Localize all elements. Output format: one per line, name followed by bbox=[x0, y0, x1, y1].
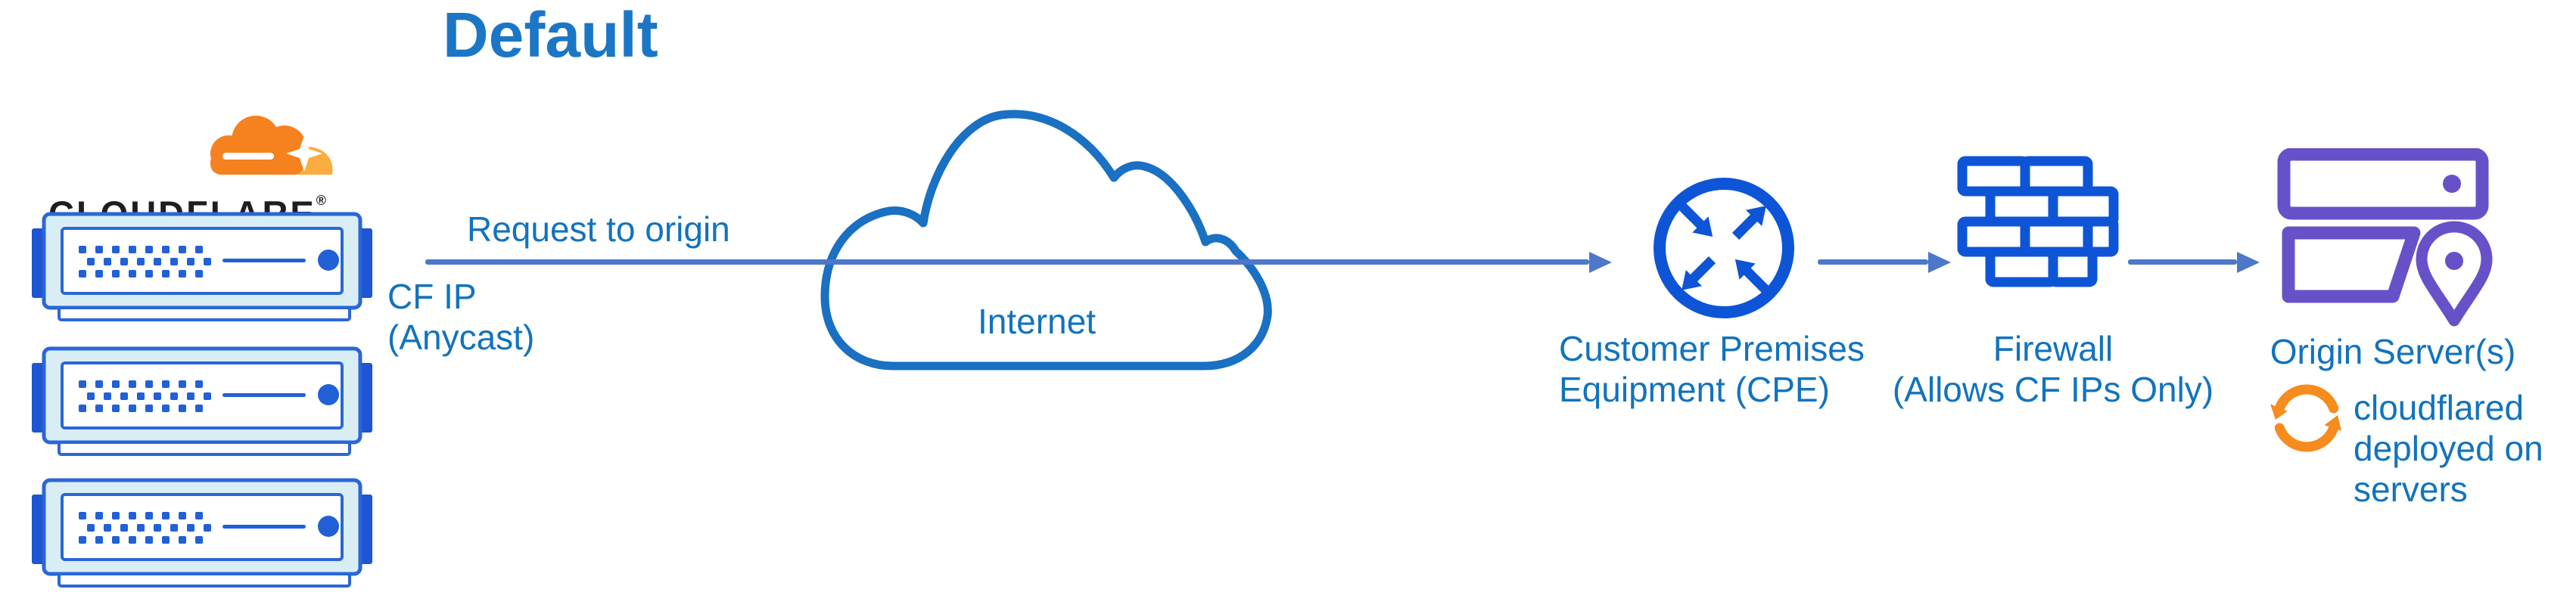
server-vent-dots bbox=[79, 246, 339, 278]
origin-servers-label: Origin Server(s) bbox=[2270, 332, 2516, 371]
server-rack-icon bbox=[32, 346, 372, 456]
server-vent-dots bbox=[79, 512, 339, 544]
location-pin-icon bbox=[2416, 221, 2493, 327]
cpe-label: Customer Premises Equipment (CPE) bbox=[1559, 329, 1865, 409]
origin-servers-icon bbox=[2277, 148, 2493, 327]
sync-arrows-icon bbox=[2270, 384, 2341, 452]
request-to-origin-label: Request to origin bbox=[467, 209, 730, 249]
firewall-label: Firewall (Allows CF IPs Only) bbox=[1892, 329, 2214, 409]
inbound-arrow bbox=[1734, 259, 1769, 293]
cpe-firewall-connector-line bbox=[1818, 259, 1928, 265]
firewall-bricks-icon bbox=[1957, 156, 2119, 287]
internet-cloud-icon bbox=[820, 110, 1272, 371]
firewall-origin-connector-line bbox=[2128, 259, 2237, 265]
internet-label: Internet bbox=[978, 302, 1096, 341]
cpe-router-icon bbox=[1654, 178, 1794, 318]
outbound-arrow bbox=[1731, 206, 1766, 240]
diagram-title: Default bbox=[443, 0, 658, 70]
arrow-right-icon bbox=[2237, 251, 2260, 273]
arrow-right-icon bbox=[1928, 251, 1951, 273]
cf-ip-anycast-label: CF IP (Anycast) bbox=[387, 277, 535, 357]
server-rack-icon bbox=[32, 212, 372, 321]
cloudflared-note: cloudflared deployed on servers bbox=[2354, 388, 2543, 509]
inbound-arrow bbox=[1678, 203, 1713, 237]
arrow-right-icon bbox=[1589, 251, 1612, 273]
server-vent-dots bbox=[79, 380, 339, 412]
cloudflare-logo-icon bbox=[210, 116, 333, 175]
server-rack-icon bbox=[32, 478, 372, 588]
outbound-arrow bbox=[1682, 256, 1716, 290]
request-connector-line bbox=[425, 259, 1589, 265]
cloudflare-cloud-shape bbox=[210, 116, 333, 175]
registered-mark: ® bbox=[316, 193, 327, 208]
